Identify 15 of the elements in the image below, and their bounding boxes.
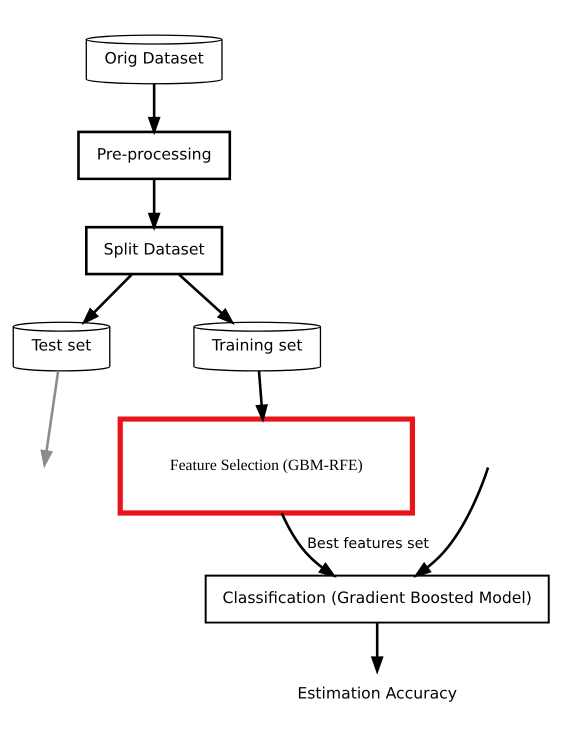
arrow [255, 370, 268, 423]
arrow [178, 274, 235, 325]
node-box: Classification (Gradient Boosted Model) [204, 574, 550, 624]
arrow [280, 512, 337, 578]
node-box: Split Dataset [85, 226, 224, 276]
node-box: Pre-processing [77, 130, 232, 180]
arrow [82, 274, 133, 326]
arrow [148, 84, 161, 136]
arrow [413, 467, 490, 578]
node-box: Feature Selection (GBM-RFE) [118, 416, 416, 516]
edge-label: Best features set [307, 536, 430, 552]
arrow [40, 370, 60, 468]
node-text: Estimation Accuracy [297, 683, 458, 702]
arrow [370, 622, 384, 675]
arrow [148, 179, 161, 232]
